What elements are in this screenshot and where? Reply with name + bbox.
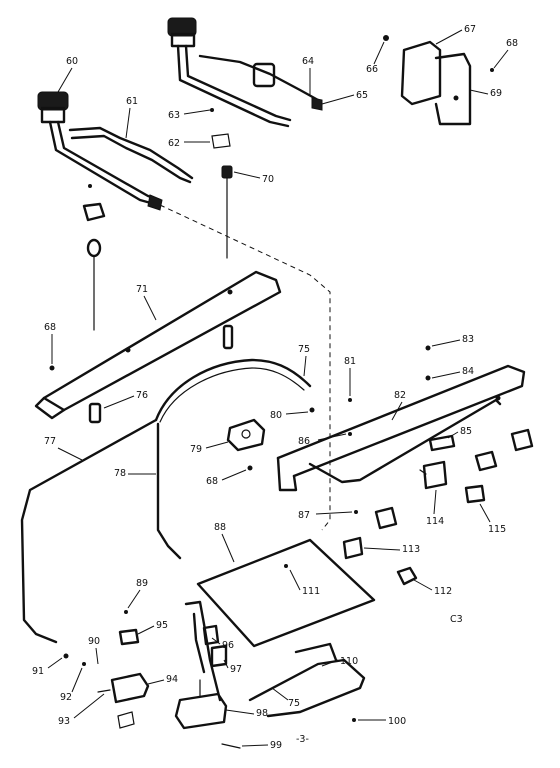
- burner-assembly-60: [37, 91, 194, 211]
- label-84: 84: [462, 366, 474, 377]
- manifold-bracket-71: [34, 270, 282, 420]
- thermostat-94: [97, 672, 150, 704]
- label-82: 82: [394, 390, 406, 401]
- label-88: 88: [214, 522, 226, 533]
- burner-support-82: [276, 364, 526, 492]
- label-83: 83: [462, 334, 474, 345]
- label-60: 60: [66, 56, 78, 67]
- label-78: 78: [114, 468, 126, 479]
- label-86: 86: [298, 436, 310, 447]
- label-79: 79: [190, 444, 202, 455]
- label-66: 66: [366, 64, 378, 75]
- label-110: 110: [340, 656, 358, 667]
- label-70: 70: [262, 174, 274, 185]
- label-113: 113: [402, 544, 420, 555]
- label-98: 98: [256, 708, 268, 719]
- label-80: 80: [270, 410, 282, 421]
- label-77: 77: [44, 436, 56, 447]
- label-65: 65: [356, 90, 368, 101]
- page-code: C3: [450, 614, 463, 625]
- label-111: 111: [302, 586, 320, 597]
- label-76: 76: [136, 390, 148, 401]
- label-67: 67: [464, 24, 476, 35]
- label-75-top: 75: [298, 344, 310, 355]
- label-91: 91: [32, 666, 44, 677]
- valve-bracket-67: [400, 40, 472, 126]
- label-63: 63: [168, 110, 180, 121]
- label-99: 99: [270, 740, 282, 751]
- label-71: 71: [136, 284, 148, 295]
- label-89: 89: [136, 578, 148, 589]
- label-97: 97: [230, 664, 242, 675]
- label-75-bottom: 75: [288, 698, 300, 709]
- label-61: 61: [126, 96, 138, 107]
- label-115: 115: [488, 524, 506, 535]
- label-96: 96: [222, 640, 234, 651]
- label-81: 81: [344, 356, 356, 367]
- safety-valve-98: [174, 679, 228, 730]
- oven-burner-assembly: [184, 600, 366, 718]
- label-68-center: 68: [206, 476, 218, 487]
- label-68-top: 68: [506, 38, 518, 49]
- switch-114: [419, 460, 448, 490]
- regulator-79: [226, 418, 266, 452]
- label-87: 87: [298, 510, 310, 521]
- burner-assembly-top: [167, 17, 323, 128]
- label-114: 114: [426, 516, 444, 527]
- label-93: 93: [58, 716, 70, 727]
- label-95: 95: [156, 620, 168, 631]
- label-90: 90: [88, 636, 100, 647]
- label-62: 62: [168, 138, 180, 149]
- label-100: 100: [388, 716, 406, 727]
- label-64: 64: [302, 56, 314, 67]
- label-68-left: 68: [44, 322, 56, 333]
- label-92: 92: [60, 692, 72, 703]
- label-85: 85: [460, 426, 472, 437]
- heat-shield-88: [196, 538, 376, 648]
- page-number: -3-: [296, 734, 309, 745]
- label-112: 112: [434, 586, 452, 597]
- label-94: 94: [166, 674, 178, 685]
- ignitor-rod-70: [221, 165, 233, 259]
- label-69: 69: [490, 88, 502, 99]
